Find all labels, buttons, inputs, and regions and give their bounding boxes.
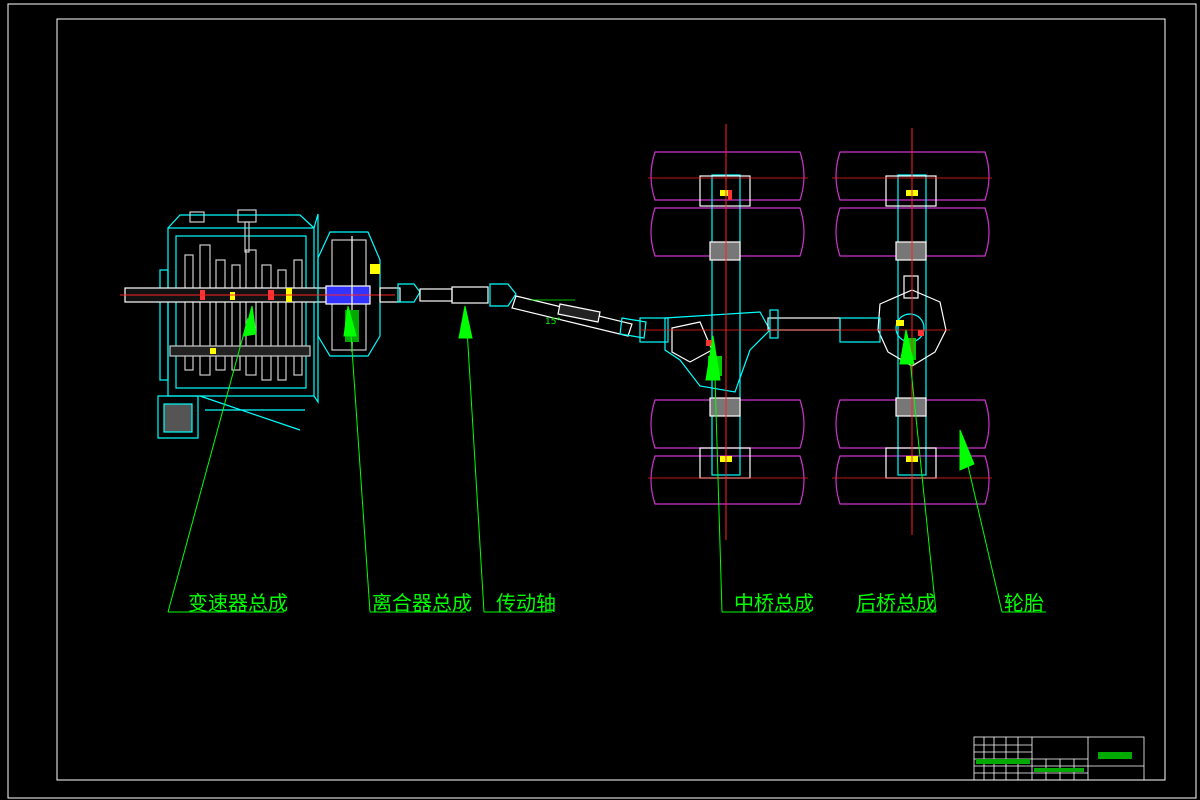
callout-leaders: [167, 305, 1046, 613]
label-transmission-assembly: 变速器总成: [188, 591, 288, 615]
label-middle-axle: 中桥总成: [734, 591, 814, 615]
drive-shaft: [379, 283, 647, 339]
transmission-assembly: [124, 209, 331, 439]
clutch-assembly: [317, 231, 381, 357]
label-clutch-assembly: 离合器总成: [372, 591, 472, 615]
label-tire: 轮胎: [1004, 591, 1044, 615]
label-drive-shaft: 传动轴: [496, 591, 556, 615]
label-rear-axle: 后桥总成: [856, 591, 936, 615]
sheet-border: [7, 3, 1197, 799]
title-block: [973, 736, 1145, 781]
drawing-frame: [56, 18, 1166, 781]
middle-axle-accents: [706, 190, 732, 462]
middle-axle-tires: [650, 151, 805, 505]
rear-axle-tires: [835, 151, 990, 505]
middle-axle-assembly: [639, 174, 841, 479]
rear-axle-accents: [896, 190, 924, 462]
rear-axle-assembly: [839, 174, 947, 479]
angle-label: 15°: [545, 317, 561, 327]
